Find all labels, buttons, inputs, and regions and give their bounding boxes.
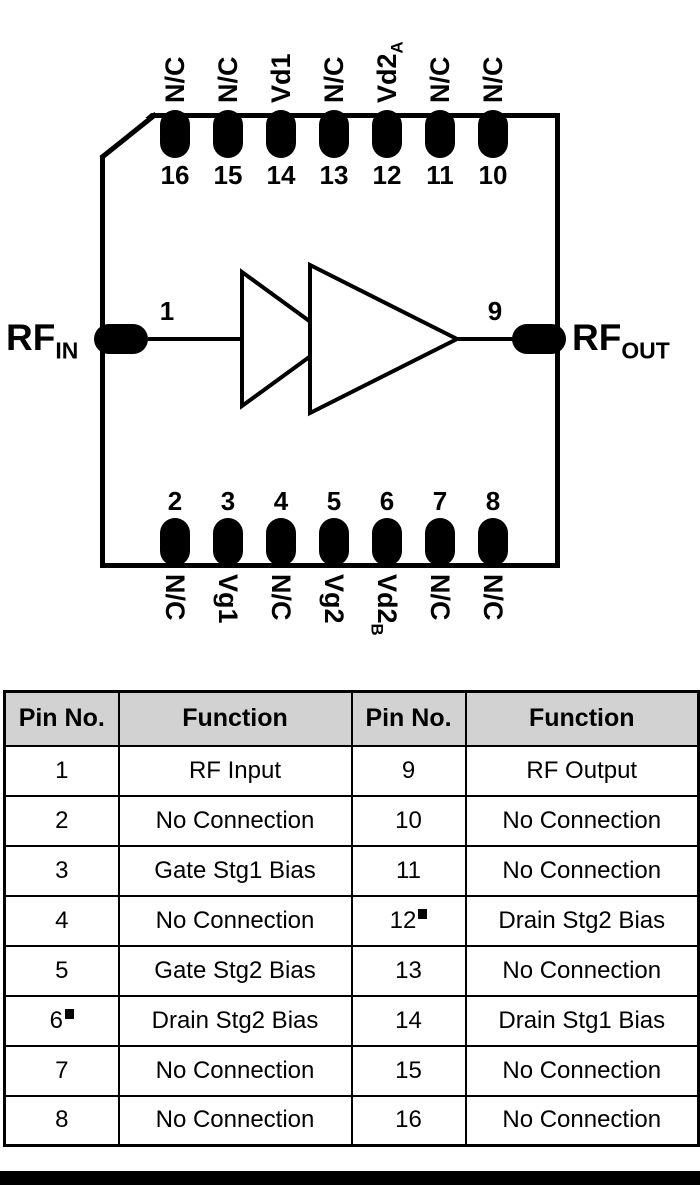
pin-16-number: 16 [160,160,190,190]
pin-no-cell: 11 [350,844,467,897]
table-row: 3 Gate Stg1 Bias 11 No Connection [3,844,700,897]
pin-3-number: 3 [220,486,236,516]
pin-no-cell: 12 [350,894,467,947]
header-function-right: Function [464,690,700,747]
pin-11-label: N/C [425,56,455,104]
pin-no-cell: 6 [3,994,120,1047]
function-cell: Gate Stg1 Bias [117,844,353,897]
pin-no-cell: 5 [3,944,120,997]
pin-4-number: 4 [273,486,289,516]
table-header-row: Pin No. Function Pin No. Function [3,690,700,747]
pin-15-label: N/C [213,56,243,104]
function-cell: No Connection [464,844,700,897]
pin-1-pad [94,324,148,354]
pin-10-pad [478,110,508,158]
pin-14-label: Vd1 [266,53,296,103]
pin-13-pad [319,110,349,158]
table-row: 2 No Connection 10 No Connection [3,794,700,847]
pin-no-cell: 2 [3,794,120,847]
pin-2-pad [160,518,190,566]
pin-6-number: 6 [379,486,395,516]
page-footer-rule [0,1171,700,1185]
pin-12-number: 12 [372,160,402,190]
pin-no-cell: 3 [3,844,120,897]
pin-no-cell: 8 [3,1094,120,1147]
pin-no-cell: 9 [350,744,467,797]
table-row: 5 Gate Stg2 Bias 13 No Connection [3,944,700,997]
pin-5-label: Vg2 [319,574,349,624]
header-function-left: Function [117,690,353,747]
pin-5-number: 5 [326,486,342,516]
pinout-diagram: N/C N/C Vd1 N/C Vd2A N/C N/C 16 15 14 13… [6,41,670,636]
table-row: 7 No Connection 15 No Connection [3,1044,700,1097]
pin-11-pad [425,110,455,158]
pin-16-label: N/C [160,56,190,104]
pin-14-number: 14 [266,160,296,190]
pin-2-number: 2 [167,486,183,516]
table-row: 1 RF Input 9 RF Output [3,744,700,797]
function-cell: No Connection [464,1094,700,1147]
pin-12-pad [372,110,402,158]
rf-in-label: RFIN [6,317,79,364]
table-row: 6 Drain Stg2 Bias 14 Drain Stg1 Bias [3,994,700,1047]
function-cell: No Connection [117,1044,353,1097]
pin-no-cell: 13 [350,944,467,997]
function-cell: Drain Stg2 Bias [117,994,353,1047]
pin-no-cell: 7 [3,1044,120,1097]
pin-15-pad [213,110,243,158]
table-row: 4 No Connection 12 Drain Stg2 Bias [3,894,700,947]
pin-10-number: 10 [478,160,508,190]
note-marker [418,908,428,919]
function-cell: No Connection [117,794,353,847]
pin-11-number: 11 [426,160,454,190]
pin-9-number: 9 [487,296,503,326]
pin-8-label: N/C [478,574,508,621]
pin-7-pad [425,518,455,566]
pin-13-number: 13 [319,160,349,190]
table-row: 8 No Connection 16 No Connection [3,1094,700,1147]
pin-14-pad [266,110,296,158]
function-cell: RF Input [117,744,353,797]
pin-6-pad [372,518,402,566]
pin-no-cell: 15 [350,1044,467,1097]
rf-out-label: RFOUT [572,317,670,364]
pin-no-cell: 14 [350,994,467,1047]
pin-5-pad [319,518,349,566]
pin-7-number: 7 [432,486,448,516]
pin-function-table: Pin No. Function Pin No. Function 1 RF I… [3,690,700,1147]
pin-16-pad [160,110,190,158]
pin-3-pad [213,518,243,566]
function-cell: Drain Stg1 Bias [464,994,700,1047]
function-cell: No Connection [464,1044,700,1097]
pin-no-cell: 10 [350,794,467,847]
pin-12-label: Vd2A [372,41,407,103]
pin-3-label: Vg1 [213,574,243,624]
pin-no-cell: 1 [3,744,120,797]
pin-13-label: N/C [319,56,349,104]
function-cell: No Connection [464,794,700,847]
function-cell: RF Output [464,744,700,797]
pin-2-label: N/C [160,574,190,621]
pin-no-cell: 4 [3,894,120,947]
pin-4-label: N/C [266,574,296,621]
pin-15-number: 15 [213,160,243,190]
pin-no-cell: 16 [350,1094,467,1147]
pin-6-label: Vd2B [367,574,402,636]
function-cell: Gate Stg2 Bias [117,944,353,997]
function-cell: Drain Stg2 Bias [464,894,700,947]
function-cell: No Connection [117,894,353,947]
pin-10-label: N/C [478,56,508,104]
header-pin-no-left: Pin No. [3,690,120,747]
pin-4-pad [266,518,296,566]
header-pin-no-right: Pin No. [350,690,467,747]
pin-1-number: 1 [159,296,175,326]
pin-8-pad [478,518,508,566]
function-cell: No Connection [117,1094,353,1147]
pin-9-pad [512,324,566,354]
pin-7-label: N/C [425,574,455,621]
function-cell: No Connection [464,944,700,997]
note-marker [64,1008,74,1019]
pin-8-number: 8 [485,486,501,516]
